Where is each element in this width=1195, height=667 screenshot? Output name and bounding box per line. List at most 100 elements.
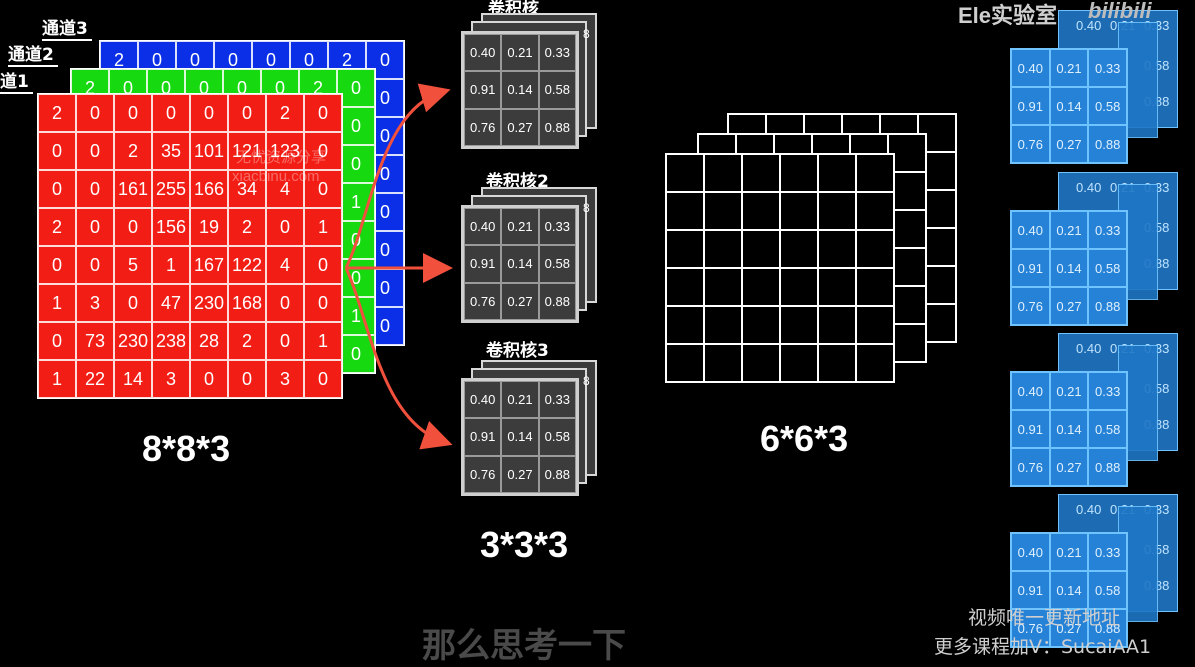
- kernel-value: 0.58: [538, 245, 576, 283]
- red-cell: 3: [266, 360, 304, 398]
- red-cell: 0: [228, 94, 266, 132]
- red-cell: 101: [190, 132, 228, 170]
- output-cell: [666, 154, 704, 192]
- output-cell: [780, 154, 818, 192]
- red-cell: 0: [304, 132, 342, 170]
- cube-value: 0.21: [1049, 211, 1089, 249]
- green-cell: 0: [337, 69, 375, 107]
- red-cell: 2: [228, 208, 266, 246]
- red-cell: 156: [152, 208, 190, 246]
- red-cell: 73: [76, 322, 114, 360]
- output-cell: [666, 306, 704, 344]
- filter-cube-3: 0.400.210.330.580.880.400.210.330.910.14…: [1000, 333, 1185, 487]
- blue-cell: 0: [366, 41, 404, 79]
- output-cell: [666, 344, 704, 382]
- output-cell: [818, 268, 856, 306]
- watermark-url: xiacbinu.com: [232, 168, 320, 185]
- kernel-value: 0.27: [501, 455, 539, 493]
- channel1-label: 道1: [0, 73, 33, 94]
- red-cell: 238: [152, 322, 190, 360]
- output-cell: [704, 192, 742, 230]
- kernel-value: 0.76: [464, 282, 502, 320]
- contact-note: 更多课程加V：SucaiAA1: [934, 636, 1152, 658]
- red-cell: 0: [152, 94, 190, 132]
- red-cell: 0: [38, 132, 76, 170]
- output-cell: [856, 268, 894, 306]
- cube-back-value: 0.40: [1076, 18, 1102, 33]
- cube-value: 0.40: [1011, 49, 1050, 87]
- red-cell: 35: [152, 132, 190, 170]
- cube-value: 0.27: [1049, 448, 1089, 486]
- cube-back-value: 0.40: [1076, 180, 1102, 195]
- red-cell: 0: [266, 322, 304, 360]
- cube-value: 0.33: [1088, 49, 1127, 87]
- cube-value: 0.76: [1011, 125, 1050, 163]
- red-cell: 0: [76, 208, 114, 246]
- output-cell: [856, 192, 894, 230]
- red-cell: 14: [114, 360, 152, 398]
- red-cell: 161: [114, 170, 152, 208]
- kernel-value: 0.21: [501, 208, 539, 246]
- red-cell: 0: [304, 284, 342, 322]
- red-cell: 1: [38, 284, 76, 322]
- red-cell: 3: [76, 284, 114, 322]
- output-cell: [704, 230, 742, 268]
- red-cell: 255: [152, 170, 190, 208]
- kernel-value: 0.40: [464, 381, 502, 419]
- kernel3-title: 卷积核3: [486, 341, 549, 361]
- kernel-value: 0.21: [501, 34, 539, 72]
- channel2-label: 通道2: [8, 46, 58, 67]
- output-cell: [742, 306, 780, 344]
- cube-value: 0.88: [1088, 609, 1127, 647]
- output-cell: [856, 230, 894, 268]
- kernel-value: 0.27: [501, 282, 539, 320]
- red-cell: 34: [228, 170, 266, 208]
- cube-value: 0.58: [1088, 249, 1127, 287]
- red-cell: 5: [114, 246, 152, 284]
- red-cell: 4: [266, 170, 304, 208]
- cube-value: 0.88: [1088, 448, 1127, 486]
- output-cell: [742, 268, 780, 306]
- kernel-value: 0.33: [538, 208, 576, 246]
- kernel-size-label: 3*3*3: [480, 524, 569, 565]
- cube-value: 0.91: [1011, 87, 1050, 125]
- cube-value: 0.33: [1088, 211, 1127, 249]
- cube-value: 0.40: [1011, 211, 1050, 249]
- cube-value: 0.88: [1088, 287, 1127, 325]
- red-cell: 0: [304, 246, 342, 284]
- update-note: 视频唯一更新地址: [968, 607, 1121, 629]
- cube-value: 0.33: [1088, 533, 1127, 571]
- red-cell: 47: [152, 284, 190, 322]
- output-cell: [780, 344, 818, 382]
- kernel-value: 0.40: [464, 34, 502, 72]
- red-cell: 0: [266, 208, 304, 246]
- cube-value: 0.33: [1088, 372, 1127, 410]
- cube-value: 0.91: [1011, 249, 1050, 287]
- kernel-value: 0.33: [538, 381, 576, 419]
- red-cell: 19: [190, 208, 228, 246]
- red-cell: 0: [76, 170, 114, 208]
- kernel-value: 0.14: [501, 245, 539, 283]
- red-cell: 22: [76, 360, 114, 398]
- cube-back-value: 0.40: [1076, 341, 1102, 356]
- cube-value: 0.91: [1011, 571, 1050, 609]
- red-cell: 0: [76, 94, 114, 132]
- cube-back-value: 0.40: [1076, 502, 1102, 517]
- cube-value: 0.58: [1088, 571, 1127, 609]
- kernel-value: 0.88: [538, 455, 576, 493]
- output-cell: [742, 344, 780, 382]
- output-cell: [742, 192, 780, 230]
- output-cell: [818, 192, 856, 230]
- red-cell: 0: [38, 322, 76, 360]
- kernel-value: 0.76: [464, 455, 502, 493]
- red-cell: 166: [190, 170, 228, 208]
- kernel-value: 0.40: [464, 208, 502, 246]
- cube-value: 0.14: [1049, 87, 1089, 125]
- kernel-value: 0.91: [464, 71, 502, 109]
